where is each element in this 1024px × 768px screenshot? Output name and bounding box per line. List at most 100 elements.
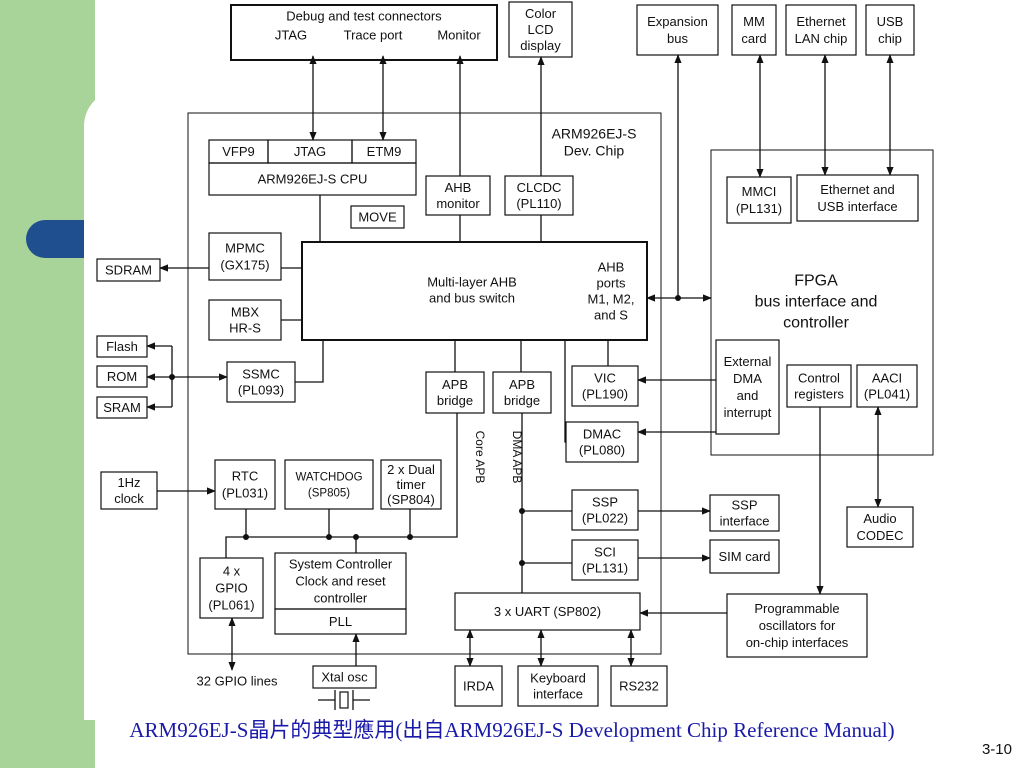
flash-box-label: Flash <box>106 339 138 354</box>
crystal-symbol <box>339 691 349 709</box>
ext-dma-box <box>715 339 780 435</box>
move-box <box>350 205 405 229</box>
watchdog-box <box>284 459 374 510</box>
jtag-box-label: JTAG <box>294 144 326 159</box>
slide-caption: ARM926EJ-S晶片的典型應用(出自ARM926EJ-S Developme… <box>129 718 895 742</box>
ahb-monitor-box <box>425 175 491 216</box>
page-number: 3-10 <box>981 741 1012 758</box>
switch-to-dmac <box>564 340 566 443</box>
pll-box <box>274 608 407 635</box>
slide-content-curve <box>84 90 124 720</box>
apb-j1 <box>243 534 249 540</box>
gpio-lines-label: 32 GPIO lines <box>197 674 278 689</box>
etm9-box-label: ETM9 <box>367 144 402 159</box>
ssp-box-label: SSP(PL022) <box>582 495 628 526</box>
ssp-box <box>571 489 639 531</box>
ethernet-lan-box <box>785 4 857 56</box>
apb-j4 <box>407 534 413 540</box>
dev-chip-outline <box>187 112 662 655</box>
bus-switch-box <box>301 241 648 341</box>
debug-trace-port-label: Trace port <box>344 28 403 43</box>
irda-box-label: IRDA <box>463 679 494 694</box>
prog-osc-box <box>726 593 868 658</box>
usb-chip-box <box>865 4 915 56</box>
rs232-box <box>610 665 668 707</box>
sci-box <box>571 539 639 581</box>
dma-apb-label: DMA APB <box>510 431 524 484</box>
rom-box-label: ROM <box>107 369 137 384</box>
dma-j2 <box>519 560 525 566</box>
core-apb-line <box>225 413 458 558</box>
sim-card-box-label: SIM card <box>718 549 770 564</box>
mpmc-box-label: MPMC(GX175) <box>220 241 269 273</box>
sci-box-label: SCI(PL131) <box>582 545 628 576</box>
irda-box <box>454 665 503 707</box>
debug-jtag-label: JTAG <box>275 28 307 43</box>
dma-j1 <box>519 508 525 514</box>
slide-sidebar <box>0 0 95 768</box>
control-regs-box <box>786 364 852 408</box>
vic-box-label: VIC(PL190) <box>582 371 628 402</box>
ssmc-to-switch <box>295 340 324 383</box>
dual-timer-box <box>380 459 442 510</box>
debug-connectors-box <box>230 4 498 61</box>
smem-junction <box>169 374 175 380</box>
clcdc-box-label: CLCDC(PL110) <box>516 180 561 211</box>
mpmc-box <box>208 232 282 281</box>
expansion-bus-box <box>636 4 719 56</box>
mm-card-box <box>731 4 777 56</box>
keyboard-box <box>517 665 599 707</box>
vfp9-box-label: VFP9 <box>222 144 255 159</box>
mmci-box-label: MMCI(PL131) <box>736 184 782 216</box>
debug-monitor-label: Monitor <box>437 28 481 43</box>
slide-tab-marker <box>26 220 95 258</box>
rtc-box-label: RTC(PL031) <box>222 469 268 501</box>
rs232-box-label: RS232 <box>619 679 659 694</box>
xtal-osc-box-label: Xtal osc <box>321 670 368 685</box>
pll-box-label: PLL <box>329 614 352 629</box>
aaci-box <box>856 364 918 408</box>
watchdog-box-label: WATCHDOG(SP805) <box>295 472 362 500</box>
sram-box-label: SRAM <box>103 400 141 415</box>
apb-j2 <box>326 534 332 540</box>
apb-j3 <box>353 534 359 540</box>
cpu-box <box>208 162 417 196</box>
move-box-label: MOVE <box>358 210 397 225</box>
aaci-box-label: AACI(PL041) <box>864 371 910 402</box>
rtc-box <box>214 459 276 510</box>
vic-box <box>571 365 639 407</box>
debug-connectors-title: Debug and test connectors <box>286 9 442 24</box>
eth-usb-if-box <box>796 174 919 222</box>
dmac-box-label: DMAC(PL080) <box>579 427 625 458</box>
cpu-box-label: ARM926EJ-S CPU <box>258 172 368 187</box>
sdram-box-label: SDRAM <box>105 263 152 278</box>
ports-junction <box>675 295 681 301</box>
core-apb-label: Core APB <box>473 431 487 484</box>
ssmc-box-label: SSMC(PL093) <box>238 367 284 398</box>
